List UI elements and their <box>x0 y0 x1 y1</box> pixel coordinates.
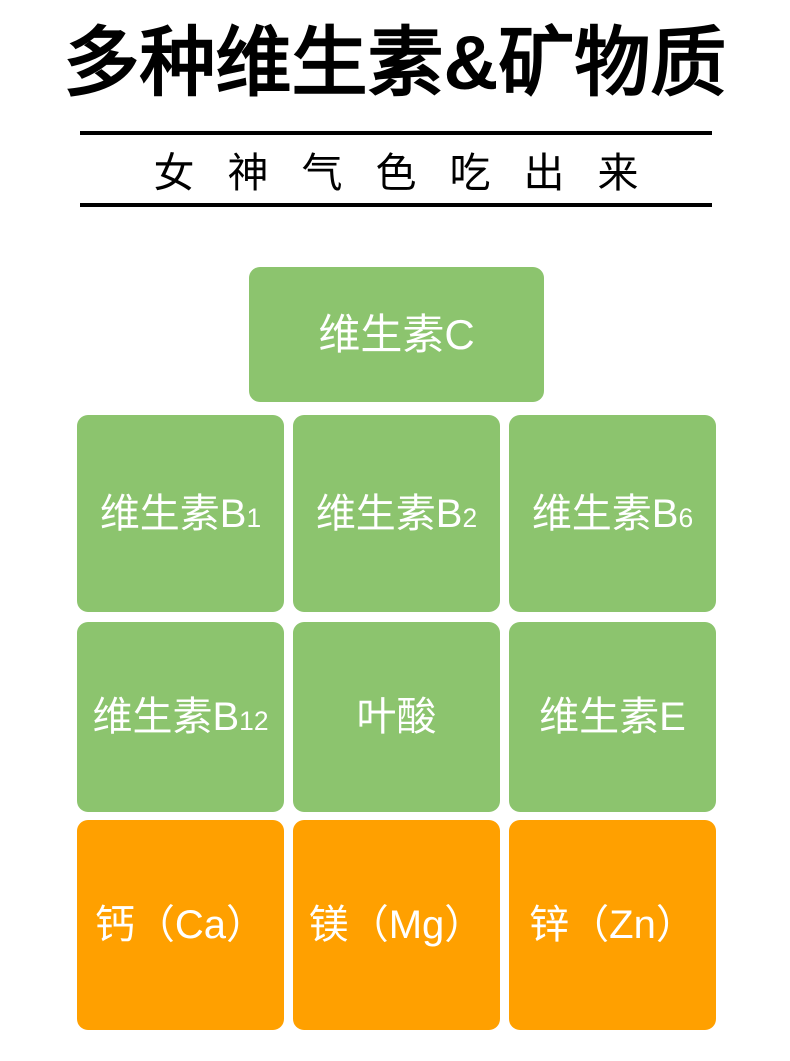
divider-bottom <box>80 203 712 207</box>
nutrient-label: 维生素B6 <box>532 494 693 534</box>
nutrient-label: 维生素B2 <box>316 494 477 534</box>
nutrient-label-base: 锌（Zn） <box>529 903 696 947</box>
nutrient-label: 锌（Zn） <box>529 905 696 945</box>
nutrient-label-subscript: 12 <box>239 706 269 736</box>
nutrient-label: 维生素B12 <box>92 697 268 737</box>
nutrient-label: 镁（Mg） <box>309 905 485 945</box>
nutrient-label-base: 维生素B <box>92 695 240 739</box>
nutrient-tile-vitamin-c[interactable]: 维生素C <box>249 267 544 402</box>
nutrient-label-base: 维生素B <box>315 491 463 536</box>
nutrient-label-base: 镁（Mg） <box>308 903 485 947</box>
nutrient-label: 钙（Ca） <box>95 905 266 945</box>
page-title: 多种维生素&矿物质 <box>63 21 727 106</box>
nutrient-label-base: 维生素E <box>539 695 686 739</box>
nutrient-tile-zinc[interactable]: 锌（Zn） <box>509 820 716 1030</box>
nutrient-tile-vitamin-b12[interactable]: 维生素B12 <box>77 622 284 812</box>
nutrient-tile-vitamin-b6[interactable]: 维生素B6 <box>509 415 716 612</box>
nutrient-tile-calcium[interactable]: 钙（Ca） <box>77 820 284 1030</box>
nutrient-tile-vitamin-b1[interactable]: 维生素B1 <box>77 415 284 612</box>
nutrient-label-base: 钙（Ca） <box>94 903 267 947</box>
pyramid-row-2: 维生素B1 维生素B2 维生素B6 <box>77 415 716 612</box>
nutrient-label-subscript: 2 <box>462 502 478 533</box>
page-subtitle: 女神气色吃出来 <box>153 150 672 196</box>
nutrient-label-subscript: 1 <box>246 502 262 533</box>
nutrient-tile-magnesium[interactable]: 镁（Mg） <box>293 820 500 1030</box>
divider-top <box>80 131 712 135</box>
nutrient-label: 叶酸 <box>357 697 437 737</box>
nutrient-label-base: 维生素B <box>99 491 247 536</box>
nutrient-tile-vitamin-e[interactable]: 维生素E <box>509 622 716 812</box>
nutrient-label: 维生素C <box>318 310 475 358</box>
pyramid-row-1: 维生素C <box>77 267 716 402</box>
pyramid-row-4: 钙（Ca） 镁（Mg） 锌（Zn） <box>77 820 716 1030</box>
nutrient-label-base: 叶酸 <box>356 695 437 739</box>
nutrient-label-base: 维生素B <box>531 491 679 536</box>
nutrient-tile-folic-acid[interactable]: 叶酸 <box>293 622 500 812</box>
nutrient-tile-vitamin-b2[interactable]: 维生素B2 <box>293 415 500 612</box>
nutrient-label: 维生素E <box>539 697 686 737</box>
nutrient-label: 维生素B1 <box>100 494 261 534</box>
nutrient-label-subscript: 6 <box>678 502 694 533</box>
pyramid-row-3: 维生素B12 叶酸 维生素E <box>77 622 716 812</box>
nutrient-label-base: 维生素C <box>318 310 475 358</box>
